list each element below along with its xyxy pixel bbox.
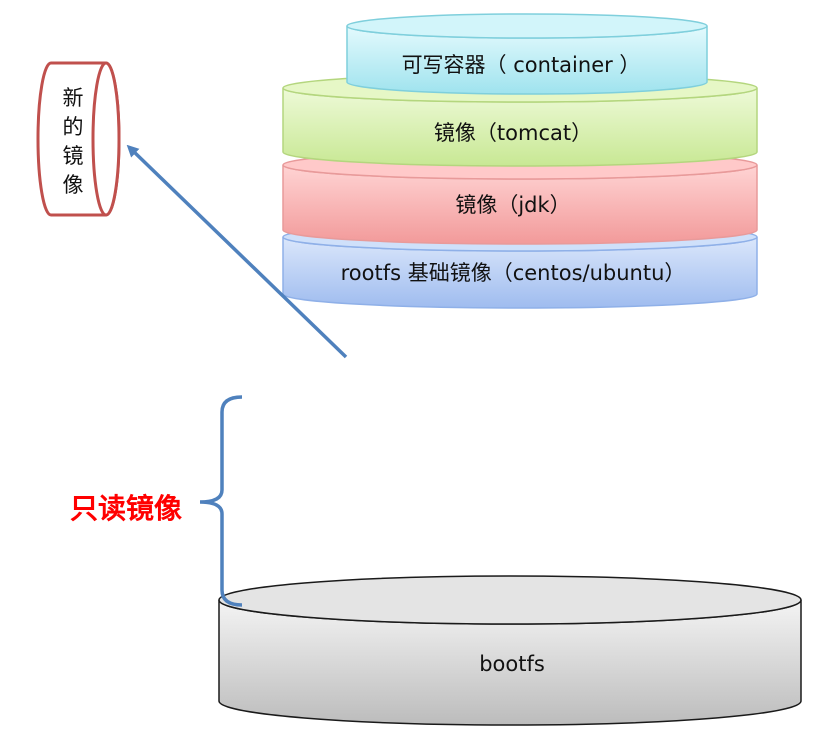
bootfs-layer: bootfs — [218, 575, 802, 726]
container-label: 可写容器（ container ） — [402, 53, 641, 77]
new-image-cylinder-end — [91, 61, 121, 217]
tomcat-label: 镜像（tomcat） — [434, 121, 592, 145]
jdk-label: 镜像（jdk） — [455, 193, 570, 217]
new-image-char-3: 镜 — [63, 144, 84, 168]
new-image-char-1: 新 — [63, 86, 84, 110]
bootfs-cylinder-top — [218, 575, 802, 625]
container-cylinder-top — [346, 13, 708, 39]
bootfs-label: bootfs — [479, 652, 545, 676]
commit-arrow — [126, 144, 348, 359]
rootfs-label: rootfs 基础镜像（centos/ubuntu） — [341, 261, 686, 285]
new-image-char-4: 像 — [63, 173, 84, 197]
container-layer: 可写容器（ container ） — [346, 13, 708, 95]
new-image-char-2: 的 — [63, 115, 84, 139]
new-image-cylinder: 新 的 镜 像 — [36, 61, 121, 217]
readonly-label: 只读镜像 — [70, 492, 183, 525]
readonly-bracket — [199, 395, 243, 607]
